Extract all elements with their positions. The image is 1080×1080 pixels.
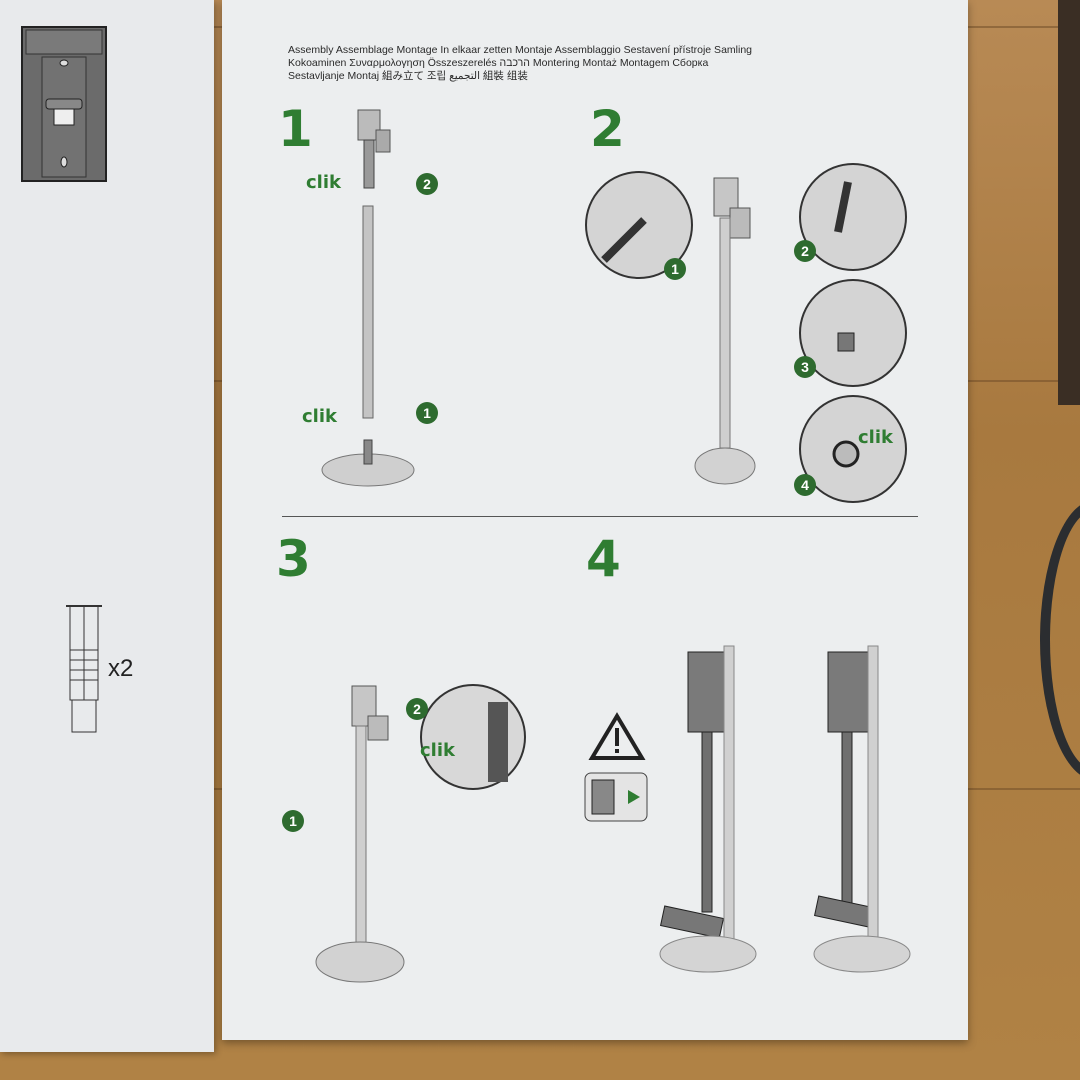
sub-step-badge: 2 [406, 698, 428, 720]
wall-mounting-illustration [315, 685, 405, 983]
detail-circle-insert [799, 279, 907, 387]
wall-plug-icon [66, 605, 102, 733]
click-sound-label: clik [302, 406, 337, 427]
sub-step-badge: 4 [794, 474, 816, 496]
sub-step-badge: 2 [416, 173, 438, 195]
sub-step-badge: 2 [794, 240, 816, 262]
sub-step-badge: 1 [416, 402, 438, 424]
warning-triangle-icon [588, 712, 646, 760]
stand-pole-illustration [321, 109, 415, 487]
vacuum-docking-illustration-1 [659, 645, 757, 973]
languages-header: Assembly Assemblage Montage In elkaar ze… [288, 44, 808, 83]
wall-bracket-icon [21, 26, 107, 182]
vacuum-docking-illustration-2 [813, 645, 911, 973]
click-sound-label: clik [306, 172, 341, 193]
power-cable [1040, 500, 1080, 780]
assembly-instruction-sheet: Assembly Assemblage Montage In elkaar ze… [222, 0, 968, 1040]
plug-in-icon [584, 772, 648, 822]
step-2-number: 2 [590, 100, 625, 158]
languages-line-1: Assembly Assemblage Montage In elkaar ze… [288, 44, 752, 56]
dark-object [1058, 0, 1080, 405]
left-instruction-sheet: x2 [0, 0, 214, 1052]
step-3-number: 3 [276, 530, 311, 588]
section-divider [282, 516, 918, 517]
detail-circle-charger-plug [585, 171, 693, 279]
sub-step-badge: 1 [664, 258, 686, 280]
step-1-number: 1 [278, 100, 313, 158]
stand-assembled-illustration [694, 177, 756, 485]
detail-circle-click [420, 684, 526, 790]
sub-step-badge: 1 [282, 810, 304, 832]
click-sound-label: clik [858, 427, 893, 448]
step-4-number: 4 [586, 530, 621, 588]
detail-circle-lock [799, 395, 907, 503]
detail-circle-connector [799, 163, 907, 271]
click-sound-label: clik [420, 740, 455, 761]
languages-line-2: Kokoaminen Συναρμολογηση Összeszerelés ה… [288, 57, 709, 69]
sub-step-badge: 3 [794, 356, 816, 378]
languages-line-3: Sestavljanje Montaj 組み立て 조립 التجميع 組裝 组… [288, 70, 528, 82]
quantity-label: x2 [108, 655, 134, 682]
